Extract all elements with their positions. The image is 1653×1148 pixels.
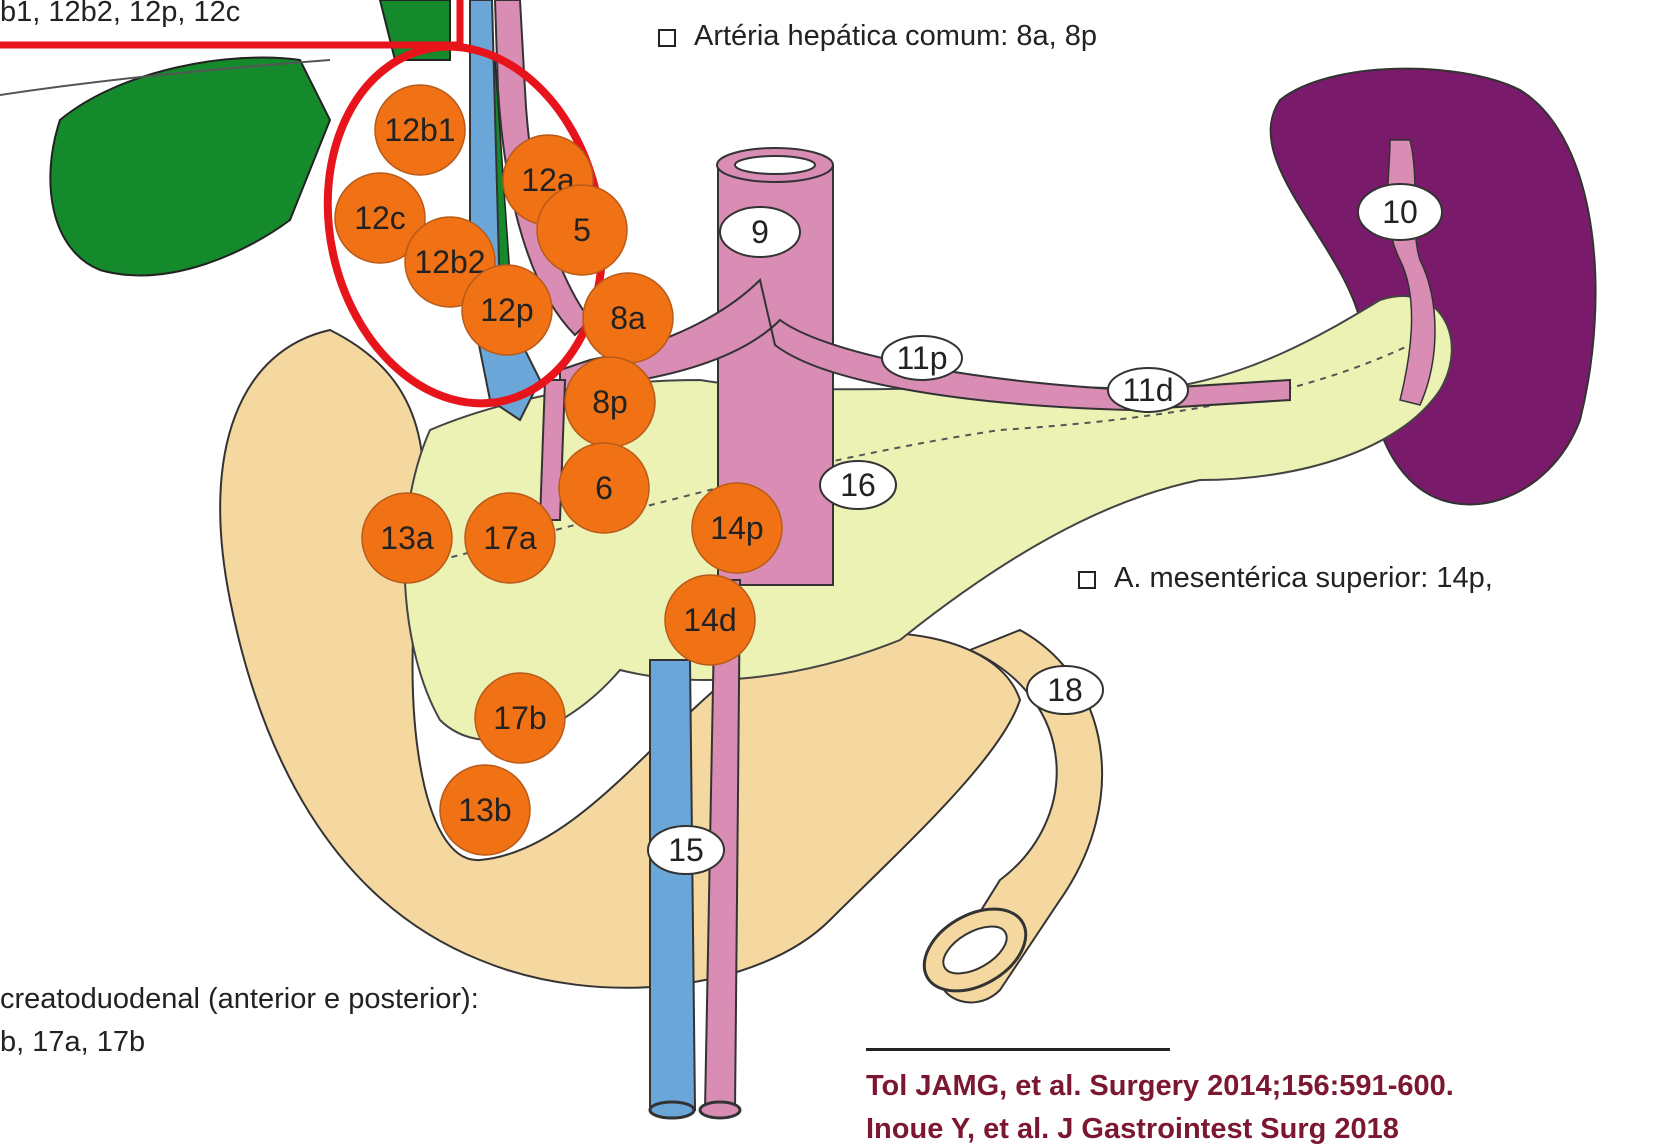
lymph-node-label: 12p [480, 292, 533, 328]
lymph-node-label: 17b [493, 700, 546, 736]
lymph-node-label: 14p [710, 510, 763, 546]
lymph-node-label: 12b1 [384, 112, 455, 148]
lymph-node-label: 8a [610, 300, 646, 336]
station-marker-label: 11p [896, 340, 947, 376]
reference-line-1: Tol JAMG, et al. Surgery 2014;156:591-60… [866, 1070, 1454, 1103]
smv [650, 660, 695, 1110]
lymph-node-label: 17a [483, 520, 537, 556]
hepatic-note: Artéria hepática comum: 8a, 8p [658, 20, 1097, 53]
lymph-node-label: 5 [573, 212, 591, 248]
station-marker-label: 15 [668, 832, 704, 868]
station-marker-label: 18 [1047, 672, 1083, 708]
sma-note: A. mesentérica superior: 14p, [1078, 562, 1493, 595]
aorta-lumen [735, 156, 815, 174]
lymph-node-label: 12c [354, 200, 406, 236]
sma-note-text: A. mesentérica superior: 14p, [1114, 562, 1493, 594]
reference-line-2: Inoue Y, et al. J Gastrointest Surg 2018 [866, 1113, 1399, 1146]
pancreatoduodenal-note-line2: b, 17a, 17b [0, 1026, 145, 1059]
station-marker-label: 16 [840, 467, 876, 503]
station-marker-label: 9 [751, 214, 769, 250]
lymph-node-label: 6 [595, 470, 613, 506]
top-left-box-text: b1, 12b2, 12p, 12c [0, 0, 240, 29]
checkbox-icon [1078, 571, 1096, 589]
lymph-node-label: 13b [458, 792, 511, 828]
reference-divider [866, 1048, 1170, 1051]
lymph-node-label: 14d [683, 602, 736, 638]
lymph-node-label: 8p [592, 384, 628, 420]
gallbladder [50, 58, 330, 276]
lymph-node-label: 13a [380, 520, 434, 556]
smv-end [650, 1102, 694, 1118]
lymph-node-label: 12b2 [414, 244, 485, 280]
station-marker-label: 11d [1122, 372, 1173, 408]
hepatic-note-text: Artéria hepática comum: 8a, 8p [694, 20, 1097, 52]
checkbox-icon [658, 29, 676, 47]
station-marker-label: 10 [1382, 194, 1418, 230]
pancreatoduodenal-note-line1: creatoduodenal (anterior e posterior): [0, 983, 479, 1016]
sma-end [700, 1102, 740, 1118]
